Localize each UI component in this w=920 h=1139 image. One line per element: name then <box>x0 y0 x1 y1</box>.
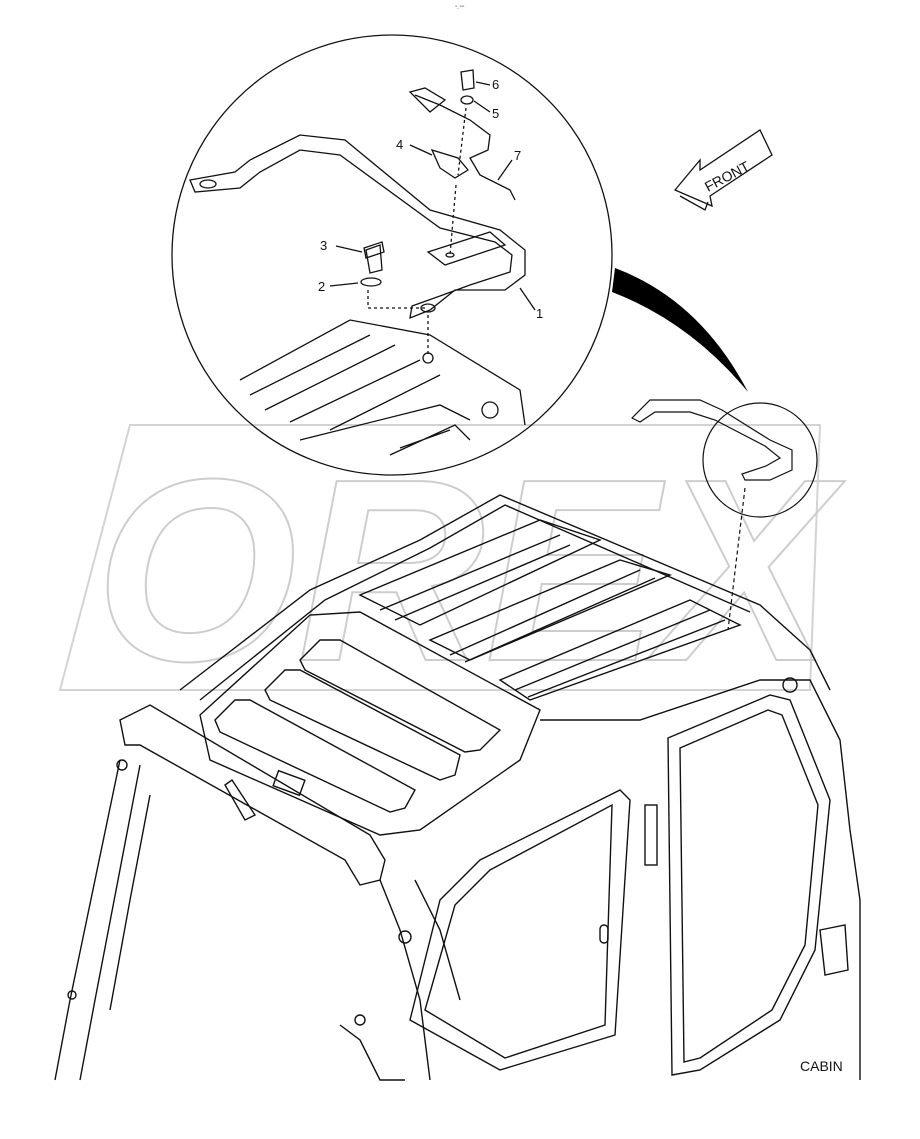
callout-5: 5 <box>492 106 499 121</box>
bolt-part-6 <box>460 69 475 91</box>
callout-6: 6 <box>492 77 499 92</box>
front-arrow: FRONT <box>673 129 773 211</box>
detail-roof-edge <box>239 319 526 426</box>
door-window <box>409 789 631 1071</box>
cab-body <box>54 494 861 1081</box>
callout-1: 1 <box>536 306 543 321</box>
callout-2: 2 <box>318 279 325 294</box>
door-hinge <box>644 804 658 866</box>
sunroof-pane-2 <box>264 669 461 781</box>
side-latch <box>819 924 849 976</box>
detail-circle <box>171 34 613 476</box>
strap-part-7 <box>414 94 516 201</box>
small-detail <box>630 399 818 631</box>
bracket-part-4 <box>430 148 469 179</box>
detail-view <box>171 34 613 476</box>
front-guard <box>119 704 386 886</box>
detail-bolt <box>481 401 499 419</box>
watermark: OREX <box>58 424 846 717</box>
detail-connector <box>612 268 748 392</box>
cab-right-side <box>540 679 861 1080</box>
washer-part-2 <box>360 277 382 287</box>
callout-3: 3 <box>320 238 327 253</box>
bolt-part-3 <box>365 244 383 274</box>
handrail-plate <box>426 231 507 266</box>
watermark-text: OREX <box>95 426 845 716</box>
caption: CABIN <box>800 1058 843 1074</box>
handrail-part <box>189 134 526 320</box>
rear-window <box>667 694 831 1076</box>
roof-outline <box>179 494 831 691</box>
washer-part-5 <box>460 95 474 105</box>
sunroof-frame <box>199 611 541 836</box>
door-handle <box>599 924 609 944</box>
callout-7: 7 <box>514 148 521 163</box>
callout-4: 4 <box>396 137 403 152</box>
sunroof-pane-3 <box>214 699 416 813</box>
header-mark: ᵐ‸ ᵒᵒᵒ <box>455 4 465 9</box>
sunroof-pane-1 <box>299 639 502 753</box>
